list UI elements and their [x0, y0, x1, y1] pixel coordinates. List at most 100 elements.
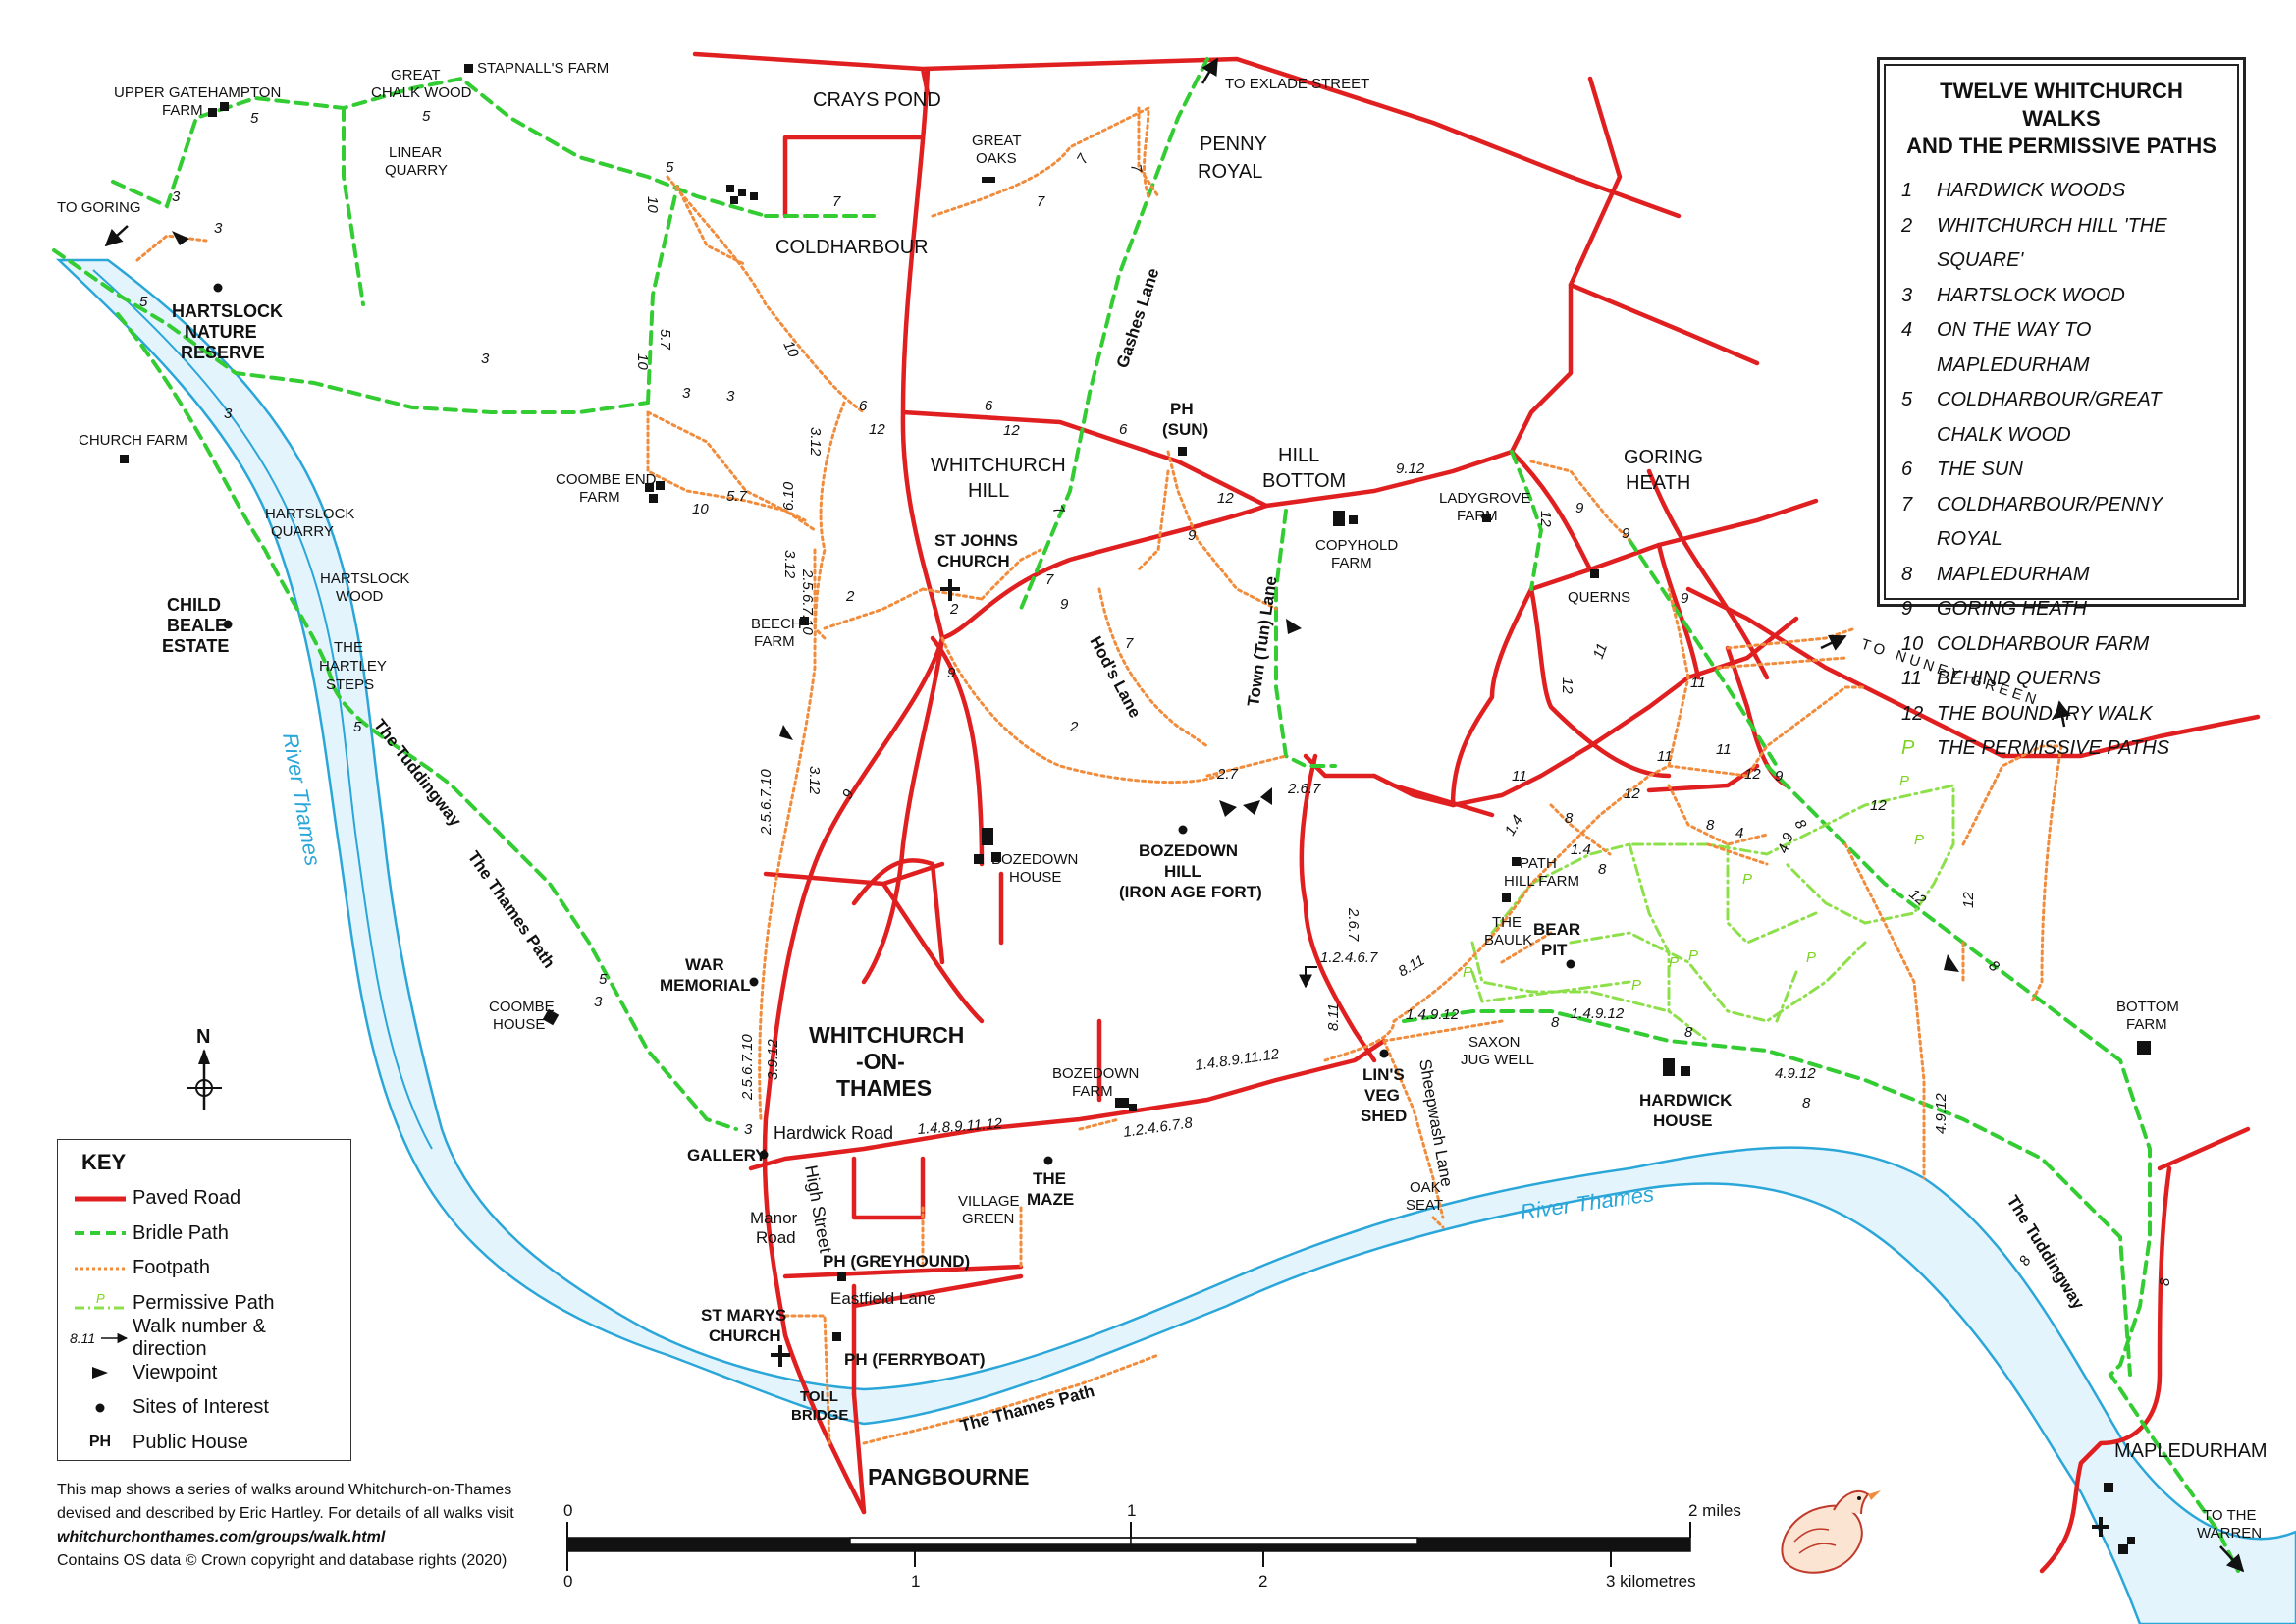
label-bozedown-hill-1: BOZEDOWN — [1139, 841, 1238, 860]
walk-label: 12 — [1960, 892, 1977, 908]
label-querns: QUERNS — [1568, 589, 1630, 606]
walk-label: 8.11 — [1396, 952, 1428, 981]
walk-label: 7 — [1127, 163, 1145, 175]
walk-label: 12 — [1744, 766, 1761, 783]
walk-label: 2.5.6.7.10 — [739, 1034, 756, 1101]
label-high-street: High Street — [801, 1164, 835, 1254]
walk-label: 12 — [1905, 886, 1929, 909]
scale-miles-2: 2 miles — [1688, 1501, 1741, 1520]
label-upper-gatehampton-2: FARM — [162, 102, 203, 119]
label-st-marys-1: ST MARYS — [701, 1306, 786, 1325]
key-item-bridle-path: Bridle Path — [68, 1217, 341, 1252]
site-child-beale-icon — [223, 620, 233, 629]
label-coombe-house-2: HOUSE — [493, 1016, 545, 1033]
walk-label: 3 — [481, 351, 490, 367]
label-ladygrove-1: LADYGROVE — [1439, 490, 1530, 507]
walk-label: 10 — [692, 501, 709, 517]
walks-url-link[interactable]: whitchurchonthames.com/groups/walk.html — [57, 1529, 386, 1545]
label-stapnalls-farm: STAPNALL'S FARM — [477, 60, 609, 77]
offmap-arrows — [104, 57, 2245, 1573]
label-hartley-steps-1: THE — [334, 639, 363, 656]
walk-label: 1.2.4.6.7 — [1320, 949, 1378, 966]
walk-label: P — [1688, 947, 1698, 964]
label-bozedown-hill-2: HILL — [1164, 862, 1201, 881]
walk-label: 7 — [1037, 193, 1045, 210]
walk-label: 4.9.12 — [1933, 1093, 1949, 1134]
walk-label: 8 — [1706, 817, 1715, 834]
label-church-farm: CHURCH FARM — [79, 432, 187, 449]
label-hardwick-house-1: HARDWICK — [1639, 1091, 1733, 1110]
walk-label: 5.7 — [657, 329, 673, 351]
label-mapledurham: MAPLEDURHAM — [2114, 1440, 2268, 1462]
site-gallery-icon — [759, 1150, 769, 1160]
walk-label: 12 — [1870, 797, 1887, 814]
label-hartslock-quarry-2: QUARRY — [271, 523, 334, 540]
label-coombe-end-1: COOMBE END — [556, 471, 657, 488]
walk-label: 5 — [139, 294, 148, 310]
walk-label: 3.12 — [806, 766, 823, 795]
walk-label: 3 — [726, 388, 735, 405]
label-hill-bottom-2: BOTTOM — [1262, 470, 1346, 492]
label-crays-pond: CRAYS POND — [813, 89, 941, 111]
label-manor-road-2: Road — [756, 1228, 796, 1247]
label-child-beale-3: ESTATE — [162, 636, 229, 656]
key-item-paved-road: Paved Road — [68, 1181, 341, 1217]
public-house-icon: PH — [88, 1434, 112, 1451]
site-the-maze-icon — [1043, 1156, 1053, 1165]
label-great-oaks-2: OAKS — [976, 150, 1017, 167]
walk-label: 4.9.12 — [1775, 1065, 1816, 1082]
walk-label: 3.12 — [781, 550, 798, 579]
walk-label: 8 — [2157, 1277, 2173, 1286]
label-copyhold-1: COPYHOLD — [1315, 537, 1398, 554]
walk-label: 3 — [682, 385, 691, 402]
walk-label: 12 — [1624, 785, 1640, 802]
walk-label: 5.7 — [726, 488, 748, 505]
walk-label: 9.12 — [1396, 460, 1425, 477]
label-the-maze-1: THE — [1033, 1169, 1066, 1188]
st-marys-church-icon — [771, 1345, 790, 1367]
walk-label: 7 — [832, 193, 841, 210]
label-bozedown-farm-1: BOZEDOWN — [1052, 1065, 1139, 1082]
walk-label: 3 — [214, 220, 223, 237]
label-tuddingway-w: The Tuddingway — [370, 716, 465, 831]
label-whitchurch-1: WHITCHURCH — [809, 1022, 964, 1048]
label-coldharbour: COLDHARBOUR — [775, 237, 929, 258]
walk-label: 8 — [1551, 1014, 1560, 1031]
scale-miles-1: 1 — [1127, 1501, 1136, 1520]
walk-number-sample: 8.11 — [70, 1330, 95, 1346]
walks-title: TWELVE WHITCHURCH WALKS AND THE PERMISSI… — [1906, 79, 2216, 158]
label-whitchurch-hill-1: WHITCHURCH — [931, 455, 1066, 476]
walk-label: 7 — [1045, 571, 1054, 588]
label-saxon-jug-2: JUG WELL — [1461, 1052, 1534, 1068]
map-key: KEY Paved Road Bridle Path Footpath P Pe… — [57, 1139, 351, 1461]
walk-label: 11 — [1690, 675, 1706, 691]
label-thames-path-w: The Thames Path — [464, 847, 559, 971]
site-hartslock-nr-icon — [213, 283, 223, 293]
walk-label: 7 — [1125, 635, 1134, 652]
walk-label: 6 — [859, 398, 868, 414]
label-bear-pit-2: PIT — [1541, 941, 1568, 959]
walk-label: 3.12 — [807, 427, 824, 457]
label-to-the-warren-1: TO THE — [2203, 1507, 2256, 1524]
label-coombe-end-2: FARM — [579, 489, 620, 506]
viewpoint-coombe-icon — [779, 725, 793, 740]
viewpoint-bozedown-c-icon — [1260, 787, 1272, 805]
label-linear-quarry-1: LINEAR — [389, 144, 442, 161]
key-item-public-house: PH Public House — [68, 1426, 341, 1461]
paved-roads — [692, 51, 2261, 1574]
key-item-site-of-interest: Sites of Interest — [68, 1390, 341, 1426]
walk-label: 5 — [353, 719, 362, 735]
label-great-oaks-1: GREAT — [972, 133, 1022, 149]
label-bozedown-house-2: HOUSE — [1009, 869, 1061, 886]
label-to-the-warren-2: WARREN — [2197, 1525, 2262, 1542]
walk-label: 9 — [1775, 768, 1784, 785]
scale-km-0: 0 — [563, 1572, 572, 1591]
label-whitchurch-2: -ON- — [856, 1049, 905, 1074]
